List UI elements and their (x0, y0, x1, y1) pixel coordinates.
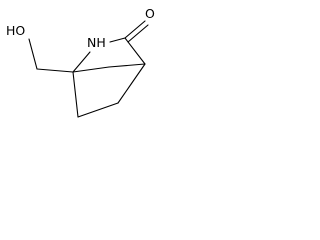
bond-bridge-upper-1 (72, 66, 110, 73)
bond-n-carbonyl (109, 37, 126, 43)
bond-bridge-upper-2 (108, 63, 146, 68)
chemical-structure-diagram: HO NH O (6, 6, 155, 118)
bond-bridge-left (72, 71, 79, 118)
bond-co-double-b (127, 24, 149, 43)
carbonyl-oxygen-label: O (145, 6, 155, 21)
bond-o-ch2 (28, 38, 38, 70)
bond-bridge-lower (77, 102, 119, 118)
bond-bridgehead-n (72, 51, 91, 73)
bond-bridge-right (117, 63, 146, 104)
hydroxyl-label: HO (6, 23, 25, 38)
bonds (28, 20, 149, 118)
bond-co-double-a (124, 20, 146, 39)
bond-ch2-bridgehead (36, 68, 74, 73)
nitrogen-label: NH (87, 35, 106, 50)
